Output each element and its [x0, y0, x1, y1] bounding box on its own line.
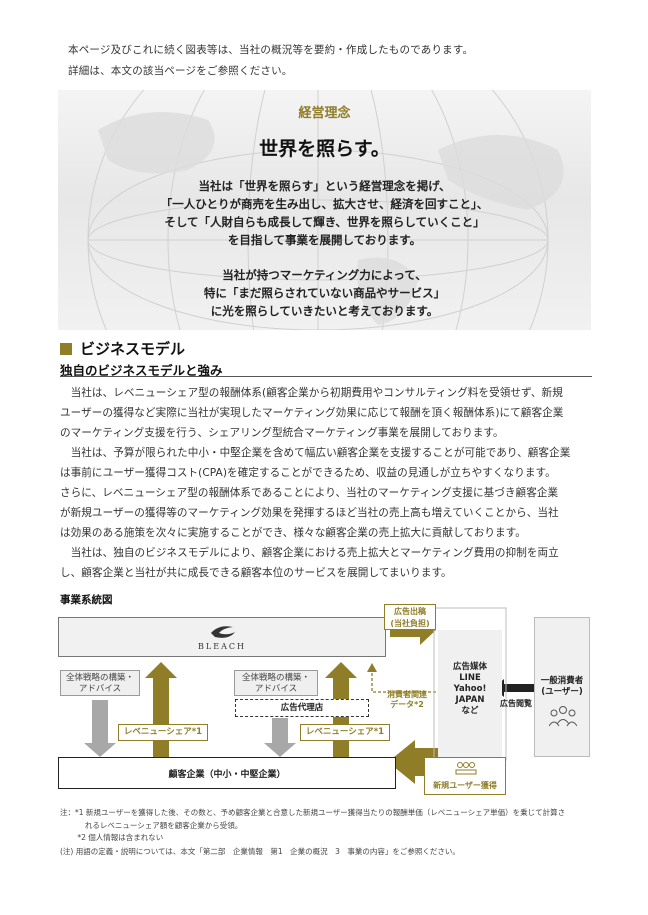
intro-line-2: 詳細は、本文の該当ページをご参照ください。: [68, 65, 293, 77]
body-line: ユーザーの獲得など実際に当社が実現したマーケティング効果に応じて報酬を頂く報酬体…: [60, 407, 564, 419]
revshare-arrow-1: [145, 662, 177, 757]
philosophy-label: 経営理念: [298, 106, 351, 121]
footnote: 注：*1 新規ユーザーを獲得した後、その数と、予め顧客企業と合意した新規ユーザー…: [60, 808, 566, 817]
consumer-label: 一般消費者: [540, 676, 584, 686]
body-line: は効果のある施策を次々に実施することができ、様々な顧客企業の売上拡大に貢献してお…: [60, 527, 526, 539]
new-user-icon: [455, 762, 477, 775]
consumer-data-line: データ*2: [390, 700, 424, 709]
consumer-box: 一般消費者 (ユーザー): [534, 617, 590, 757]
diagram-title: 事業系統図: [60, 594, 113, 606]
subheading-rule: [60, 376, 592, 377]
media-label: 広告媒体: [452, 662, 487, 672]
strategy-line: 全体戦略の構築・: [65, 673, 134, 683]
ad-view-label: 広告閲覧: [500, 699, 532, 708]
body-line: のマーケティング支援を行う、シェアリング型統合マーケティング事業を展開しておりま…: [60, 427, 504, 439]
strategy-line: アドバイス: [78, 684, 122, 694]
philosophy-line: を目指して事業を展開しております。: [227, 233, 422, 247]
ad-media-text: 広告媒体 LINE Yahoo! JAPAN など: [438, 662, 502, 717]
globe-background-graphic: [87, 90, 564, 330]
philosophy-title: 世界を照らす。: [259, 138, 390, 160]
section-marker: [60, 343, 72, 355]
footnote: れるレベニューシェア額を顧客企業から受領。: [60, 821, 243, 830]
philosophy-line: 特に「まだ照らされていない商品やサービス」: [203, 286, 446, 300]
revshare-box-2: レベニューシェア*1: [300, 724, 390, 741]
strategy-line: 全体戦略の構築・: [241, 673, 310, 683]
media-line: LINE: [459, 673, 481, 683]
philosophy-panel: 経営理念 世界を照らす。 当社は「世界を照らす」という経営理念を掲げ、 「一人ひ…: [58, 90, 591, 330]
body-line: は事前にユーザー獲得コスト(CPA)を確定することができるため、収益の見通しが立…: [60, 467, 556, 479]
ad-media-box: [438, 630, 502, 758]
ad-placement-label: 広告出稿: [394, 607, 426, 616]
intro-line-1: 本ページ及びこれに続く図表等は、当社の概況等を要約・作成したものであります。: [68, 44, 474, 56]
body-line: が新規ユーザーの獲得等のマーケティング効果を発揮するほど当社の売上高も増えていく…: [60, 507, 559, 519]
ad-view-arrow: [494, 679, 534, 697]
strategy-arrow-2: [264, 718, 296, 757]
philosophy-line: 「一人ひとりが商売を生み出し、拡大させ、経済を回すこと」、: [160, 197, 489, 211]
section-subheading: 独自のビジネスモデルと強み: [60, 363, 223, 378]
footnote: *2 個人情報は含まれない: [60, 833, 164, 842]
strategy-line: アドバイス: [254, 684, 298, 694]
body-line: し、顧客企業と当社が共に成長できる顧客本位のサービスを展開してまいります。: [60, 567, 452, 579]
consumer-note: (ユーザー): [541, 687, 583, 697]
philosophy-line: そして「人財自らも成長して輝き、世界を照らしていくこと」: [164, 215, 485, 229]
ad-placement-note: (当社負担): [390, 619, 430, 628]
philosophy-line: 当社が持つマーケティング力によって、: [222, 268, 427, 282]
bleach-box: BLEACH: [58, 617, 386, 657]
client-box: 顧客企業（中小・中堅企業）: [58, 757, 396, 789]
body-line: 当社は、独自のビジネスモデルにより、顧客企業における売上拡大とマーケティング費用…: [60, 547, 559, 559]
footnote: (注) 用語の定義・説明については、本文「第二部 企業情報 第1 企業の概況 3…: [60, 847, 460, 856]
media-yahoo: Yahoo! JAPAN: [453, 684, 487, 705]
ad-placement-box: 広告出稿 (当社負担): [384, 604, 436, 630]
body-line: さらに、レベニューシェア型の報酬体系であることにより、当社のマーケティング支援に…: [60, 487, 559, 499]
bleach-logo-icon: [211, 626, 235, 638]
philosophy-line: 当社は「世界を照らす」という経営理念を掲げ、: [198, 179, 451, 193]
consumer-data-label: 消費者関連 データ*2: [378, 690, 436, 710]
media-etc: など: [461, 706, 479, 716]
new-user-box: 新規ユーザー獲得: [424, 757, 506, 795]
consumer-data-line: 消費者関連: [387, 690, 427, 699]
strategy-box-2: 全体戦略の構築・ アドバイス: [234, 670, 318, 696]
users-icon: [549, 706, 577, 727]
revshare-box-1: レベニューシェア*1: [118, 724, 208, 741]
section-heading: ビジネスモデル: [80, 340, 186, 358]
philosophy-line: に光を照らしていきたいと考えております。: [210, 304, 439, 318]
agency-box: 広告代理店: [235, 699, 369, 717]
strategy-box-1: 全体戦略の構築・ アドバイス: [60, 670, 140, 696]
new-user-label: 新規ユーザー獲得: [433, 781, 497, 790]
client-label: 顧客企業（中小・中堅企業）: [168, 770, 286, 780]
bleach-wordmark: BLEACH: [198, 642, 246, 651]
body-line: 当社は、レベニューシェア型の報酬体系(顧客企業から初期費用やコンサルティング料を…: [60, 387, 563, 399]
body-line: 当社は、予算が限られた中小・中堅企業を含めて幅広い顧客企業を支援することが可能で…: [60, 447, 571, 459]
strategy-arrow-1: [84, 700, 116, 757]
